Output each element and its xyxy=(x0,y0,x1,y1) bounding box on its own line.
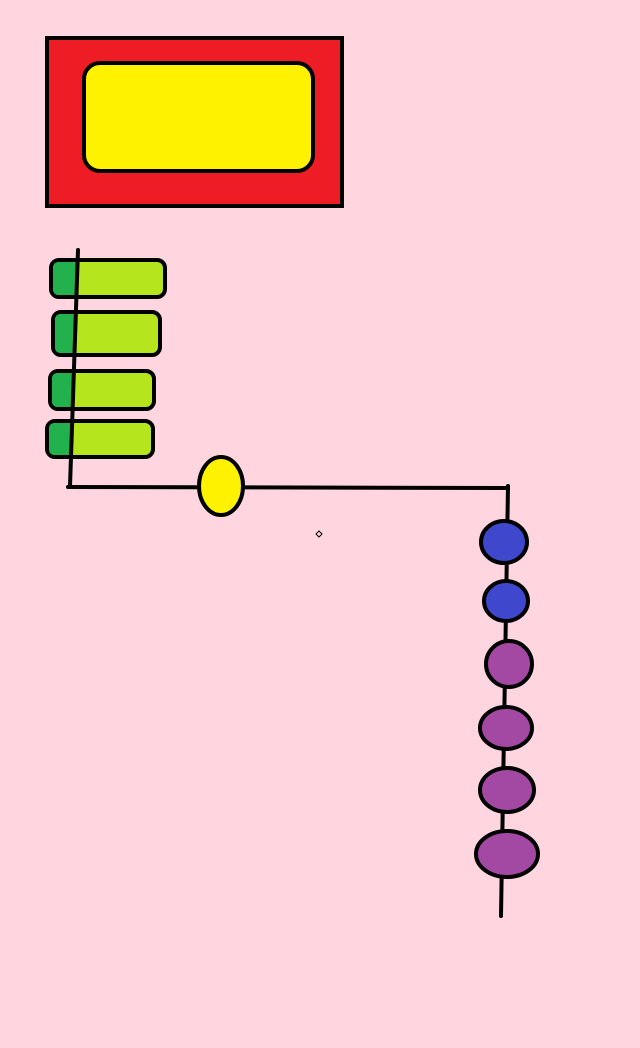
junction-node xyxy=(197,455,245,517)
bar-stack xyxy=(45,258,167,459)
chain-node xyxy=(479,519,529,565)
chain-node xyxy=(482,579,530,623)
bar-body xyxy=(49,258,167,299)
small-dot xyxy=(315,530,323,538)
chain-node xyxy=(478,766,536,814)
bar xyxy=(45,419,155,459)
frame-inner-panel xyxy=(82,61,315,173)
chain-node xyxy=(474,829,540,879)
bar xyxy=(49,258,167,299)
bar-cap xyxy=(53,262,78,295)
bar-body xyxy=(51,310,162,357)
bar-cap xyxy=(49,423,72,455)
node-chain xyxy=(474,519,540,879)
bar-cap xyxy=(52,373,73,407)
left-vertical-line xyxy=(68,248,80,488)
top-frame xyxy=(45,36,344,208)
bar xyxy=(51,310,162,357)
bar-body xyxy=(48,369,156,411)
horizontal-line xyxy=(66,485,510,490)
bar xyxy=(48,369,156,411)
chain-node xyxy=(478,705,534,751)
chain-node xyxy=(484,639,534,689)
bar-cap xyxy=(55,314,75,353)
